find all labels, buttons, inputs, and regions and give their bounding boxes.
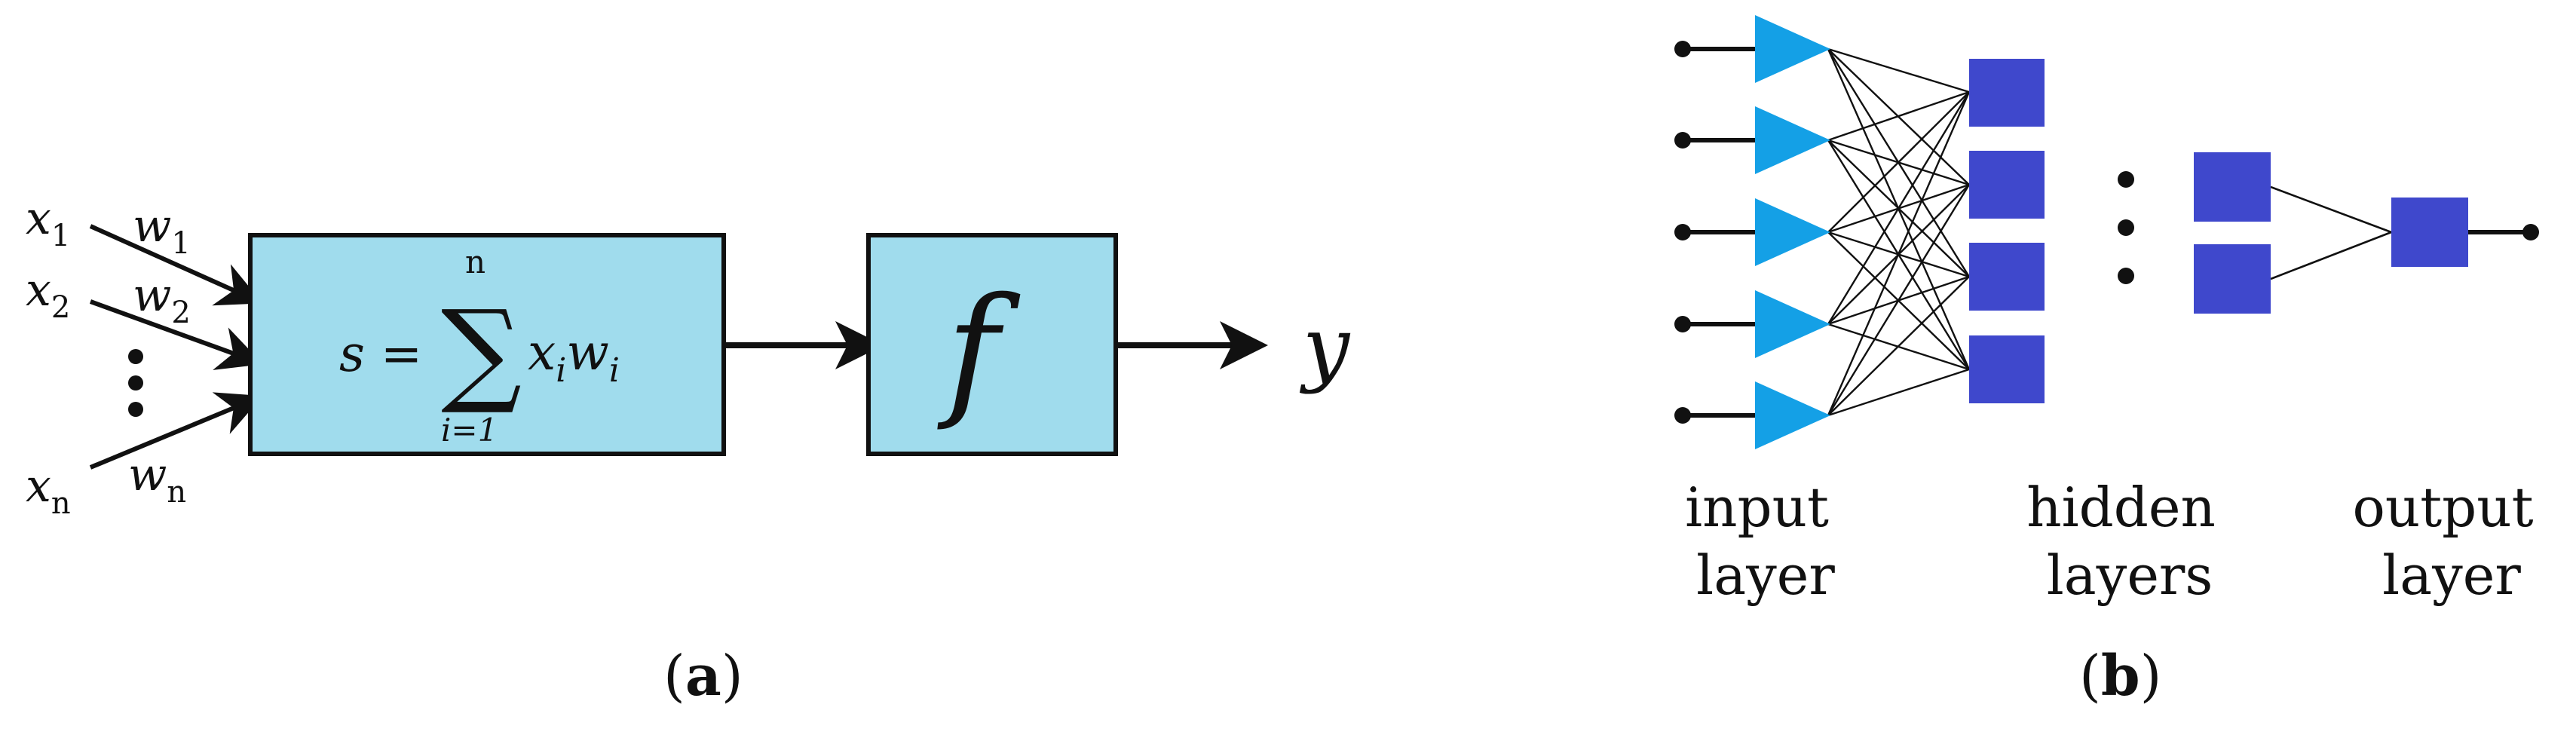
input-layer-label: input layer: [1685, 476, 1846, 607]
input-terminals: [1674, 41, 1757, 424]
activation-box: [866, 233, 1118, 456]
output-label: y: [1299, 299, 1351, 395]
hidden-layer-last: [2194, 152, 2271, 314]
sum-upper-limit: n: [465, 243, 485, 280]
input-label-xn: xn: [26, 460, 71, 521]
input-neuron-icon: [1755, 15, 1830, 83]
sum-lhs: s =: [339, 325, 422, 383]
hidden-layers-label: hidden layers: [2026, 476, 2232, 607]
sum-term: xiwi: [528, 323, 620, 390]
hidden-neuron-icon: [1969, 59, 2045, 127]
sum-lower-limit: i=1: [441, 412, 498, 449]
input-neurons: [1755, 15, 1830, 449]
input-arrow-2: [89, 299, 263, 370]
input-hidden-connections: [1827, 47, 1971, 417]
caption-b: (b): [2079, 644, 2162, 709]
panel-b: input layer hidden layers output layer (…: [1674, 15, 2551, 709]
sum-symbol: ∑: [441, 286, 522, 418]
input-neuron-icon: [1755, 198, 1830, 266]
output-neuron-icon: [2391, 198, 2468, 267]
weight-label-wn: wn: [128, 449, 186, 510]
input-label-x1: x1: [26, 192, 70, 253]
input-arrow-n: [89, 392, 263, 470]
hidden-neuron-icon: [2194, 244, 2271, 314]
input-neuron-icon: [1755, 381, 1830, 449]
hidden-neuron-icon: [1969, 151, 2045, 219]
hidden-neuron-icon: [1969, 335, 2045, 403]
hidden-neuron-icon: [2194, 152, 2271, 222]
weight-label-w2: w2: [133, 269, 191, 330]
hidden-output-connections: [2270, 185, 2392, 280]
weight-label-w1: w1: [133, 200, 191, 261]
ellipsis-icon: [128, 349, 143, 417]
input-arrow-1: [89, 224, 263, 306]
input-neuron-icon: [1755, 290, 1830, 358]
hidden-ellipsis-icon: [2118, 171, 2134, 284]
summation-box: [248, 233, 726, 456]
caption-a: (a): [663, 644, 743, 709]
hidden-layer-1: [1969, 59, 2045, 403]
input-label-x2: x2: [26, 264, 70, 325]
hidden-neuron-icon: [1969, 243, 2045, 311]
panel-a: x1 x2 xn w1 w2 wn s = ∑ n i=1: [26, 192, 1351, 709]
output-terminal-dot: [2522, 224, 2539, 240]
input-neuron-icon: [1755, 106, 1830, 174]
output-layer-label: output layer: [2353, 476, 2551, 607]
